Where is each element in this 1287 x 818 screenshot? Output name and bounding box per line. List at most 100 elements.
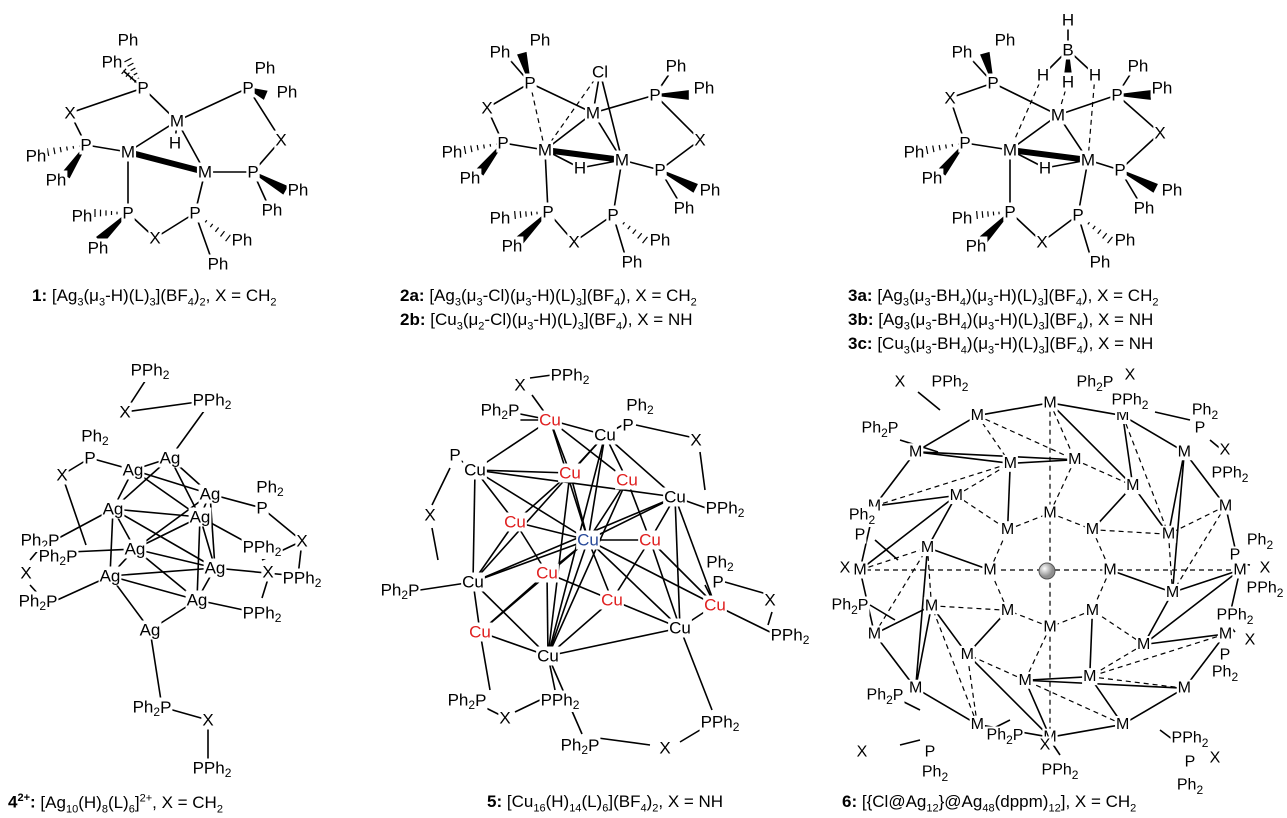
dashed-bond <box>1049 459 1076 514</box>
hashed-bond <box>1102 232 1108 239</box>
label-halo <box>488 42 512 62</box>
hashed-bond <box>66 146 68 151</box>
label-halo <box>1136 635 1152 653</box>
label-halo <box>600 590 624 610</box>
bond <box>1116 94 1161 134</box>
label-halo <box>853 526 867 544</box>
dashed-bond <box>1092 529 1169 535</box>
dashed-bond <box>1074 459 1134 487</box>
bond <box>544 149 549 213</box>
bond <box>514 521 589 541</box>
label-halo <box>1190 401 1220 422</box>
atom-label: P <box>1185 754 1196 771</box>
wedge-bond <box>659 169 698 193</box>
atom-label: PPh2 <box>771 626 810 648</box>
atom-label: H <box>1062 73 1074 92</box>
atom-label: M <box>1043 394 1056 411</box>
atom-label: PPh2 <box>243 538 282 560</box>
label-halo <box>648 230 672 250</box>
atom-label: X <box>568 233 579 252</box>
label-halo <box>538 410 562 430</box>
label-halo <box>1113 160 1127 180</box>
atom-label: Cu <box>669 619 691 638</box>
atom-label: Ph2P <box>19 592 58 614</box>
hashed-bond <box>209 223 214 228</box>
atom-label: Ph <box>502 237 523 256</box>
label-halo <box>446 690 488 712</box>
label-halo <box>281 568 323 590</box>
bond <box>1183 633 1227 689</box>
bond <box>1121 415 1134 486</box>
atom-label: P <box>80 136 91 155</box>
bond <box>1172 569 1241 594</box>
label-halo <box>1035 232 1049 252</box>
label-halo <box>500 236 524 256</box>
atom-label: PPh2 <box>243 604 282 626</box>
hashed-bond <box>945 144 947 149</box>
bond <box>196 516 201 601</box>
atom-label: Ph <box>694 79 715 98</box>
hashed-bond <box>127 62 134 67</box>
caption-compound-1: 1: [Ag3(μ3-H)(L)3](BF4)2, X = CH2 <box>32 286 277 309</box>
label-halo <box>698 180 722 200</box>
label-halo <box>969 407 985 425</box>
bond <box>149 629 163 708</box>
label-halo <box>1079 150 1097 170</box>
bond <box>592 94 656 114</box>
label-halo <box>590 62 610 82</box>
bond <box>474 469 571 474</box>
atom-label: Ph <box>666 57 687 76</box>
atom-label: P <box>654 161 665 180</box>
atom-label: M <box>121 143 135 162</box>
bond <box>699 451 706 491</box>
bond <box>474 469 589 541</box>
bond <box>61 474 87 546</box>
hashed-bond <box>220 230 225 237</box>
atom-label: P <box>122 204 133 223</box>
bond <box>724 581 771 596</box>
bond <box>1025 679 1185 690</box>
atom-label: Ph <box>118 31 139 50</box>
bond <box>1183 451 1227 507</box>
dashed-bond <box>1049 402 1076 460</box>
wedge-bond <box>654 90 689 100</box>
label-halo <box>119 142 137 162</box>
atom-label: Ph2P <box>133 698 172 720</box>
bond <box>587 539 716 606</box>
caption-compound-3a: 3a: [Ag3(μ3-BH4)(μ3-H)(L)3](BF4), X = CH… <box>848 286 1159 309</box>
atom-label: M <box>1178 443 1191 460</box>
label-halo <box>1208 749 1222 767</box>
dashed-bond <box>1009 74 1044 151</box>
atom-label: Ph <box>72 207 93 226</box>
atom-label: P <box>925 744 936 761</box>
bond <box>597 737 651 746</box>
atom-label: Ph <box>952 209 973 228</box>
atom-label: Ph2P <box>832 597 869 618</box>
atom-label: Ph <box>952 43 973 62</box>
hashed-bond <box>463 145 467 155</box>
atom-label: M <box>1137 636 1150 653</box>
atom-label: M <box>1086 602 1099 619</box>
bond <box>134 548 216 569</box>
atom-label: M <box>1001 521 1014 538</box>
label-halo <box>1160 180 1184 200</box>
label-halo <box>1228 546 1242 564</box>
dashed-bond <box>1089 643 1144 678</box>
atom-label: Ph <box>102 53 123 72</box>
hashed-bond <box>514 210 516 220</box>
label-halo <box>576 530 600 550</box>
atom-label: H <box>169 134 181 153</box>
label-halo <box>558 463 582 483</box>
label-halo <box>1183 753 1197 771</box>
label-halo <box>138 620 162 640</box>
atom-label: X <box>690 431 701 450</box>
atom-label: PPh2 <box>1217 607 1254 628</box>
label-halo <box>1160 525 1177 543</box>
label-halo <box>1110 391 1150 412</box>
label-halo <box>919 539 936 557</box>
bond <box>859 494 957 571</box>
bond <box>626 479 651 541</box>
hashed-bond <box>470 145 473 153</box>
label-halo <box>866 625 883 643</box>
atom-label: X <box>840 560 851 577</box>
